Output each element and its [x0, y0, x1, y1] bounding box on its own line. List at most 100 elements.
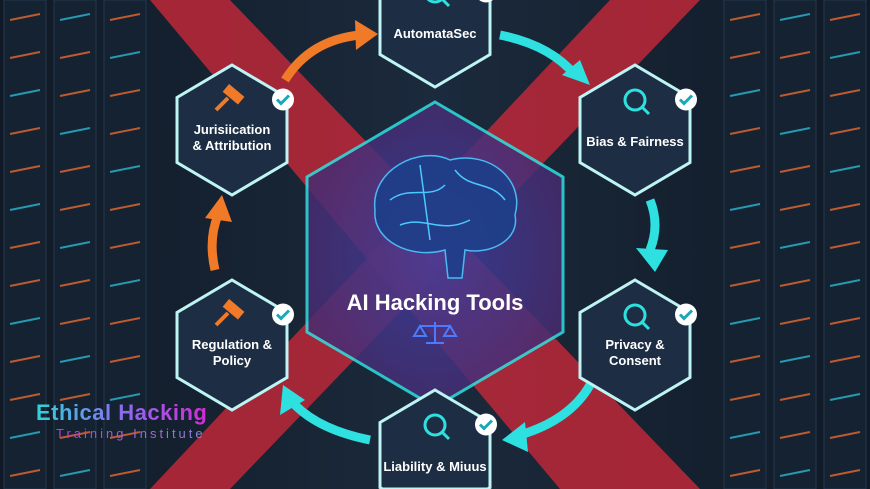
- rack-light: [109, 393, 141, 401]
- rack-light: [59, 469, 91, 477]
- check-icon: [272, 303, 294, 326]
- rack-light: [109, 13, 141, 21]
- rack-light: [829, 13, 861, 21]
- arrow-bias-to-privacy: [645, 198, 660, 252]
- topic-node[interactable]: Bias & Fairness: [578, 63, 697, 197]
- rack-light: [729, 89, 761, 97]
- shield-bug-icon: [426, 0, 451, 8]
- rack-light: [829, 127, 861, 135]
- check-icon: [475, 413, 497, 436]
- arrowhead: [562, 60, 590, 85]
- brand-title: Ethical Hacking: [36, 400, 208, 425]
- rack-light: [729, 355, 761, 363]
- node-label: Jurisiication: [194, 122, 271, 137]
- gavel-icon: [214, 299, 245, 327]
- rack-light: [9, 241, 41, 249]
- topic-node[interactable]: Liability & Miuus: [378, 388, 497, 489]
- rack-light: [829, 279, 861, 287]
- rack-light: [729, 469, 761, 477]
- node-label: & Attribution: [193, 138, 272, 153]
- topic-node[interactable]: Privacy &Consent: [578, 278, 697, 412]
- node-label: AutomataSec: [393, 26, 476, 41]
- rack-light: [59, 165, 91, 173]
- arrowhead: [636, 248, 668, 272]
- rack-light: [829, 89, 861, 97]
- center-title: AI Hacking Tools: [347, 290, 524, 315]
- rack-light: [729, 431, 761, 439]
- rack-light: [729, 393, 761, 401]
- arrow-liability-to-regulation: [291, 401, 371, 445]
- brand-watermark: Ethical Hacking Training Institute: [36, 400, 207, 441]
- arrowhead: [502, 422, 528, 452]
- rack-light: [779, 393, 811, 401]
- rack-light: [9, 431, 41, 439]
- topic-node[interactable]: Jurisiication& Attribution: [175, 63, 294, 197]
- rack-light: [59, 203, 91, 211]
- rack-light: [109, 165, 141, 173]
- rack-light: [109, 127, 141, 135]
- rack-light: [59, 355, 91, 363]
- check-icon: [675, 303, 697, 326]
- arrowhead: [205, 195, 232, 222]
- rack-light: [109, 203, 141, 211]
- rack-light: [9, 203, 41, 211]
- rack-light: [109, 241, 141, 249]
- node-label: Bias & Fairness: [586, 134, 684, 149]
- node-label: Liability & Miuus: [383, 459, 486, 474]
- rack-light: [9, 127, 41, 135]
- rack-light: [729, 203, 761, 211]
- rack-light: [59, 393, 91, 401]
- rack-light: [829, 393, 861, 401]
- privacy-scan-icon: [623, 303, 651, 331]
- node-label: Consent: [609, 353, 662, 368]
- server-racks: [3, 0, 867, 489]
- rack-light: [779, 127, 811, 135]
- rack-light: [779, 165, 811, 173]
- topic-node[interactable]: AutomataSec: [378, 0, 497, 89]
- rack-light: [59, 51, 91, 59]
- rack-light: [829, 355, 861, 363]
- rack-light: [9, 355, 41, 363]
- node-label: Regulation &: [192, 337, 272, 352]
- rack-light: [109, 431, 141, 439]
- virus-gear-icon: [423, 413, 451, 441]
- rack-light: [59, 431, 91, 439]
- rack-light: [779, 279, 811, 287]
- rack-light: [779, 431, 811, 439]
- rack-light: [59, 241, 91, 249]
- rack-light: [729, 127, 761, 135]
- rack-light: [779, 241, 811, 249]
- rack-light: [59, 13, 91, 21]
- magnifier-document-icon: [623, 88, 651, 116]
- rack-light: [59, 127, 91, 135]
- brain-icon: [374, 154, 518, 279]
- rack-light: [59, 89, 91, 97]
- rack-light: [729, 279, 761, 287]
- rack-light: [9, 13, 41, 21]
- rack-light: [9, 469, 41, 477]
- rack-light: [779, 203, 811, 211]
- rack-light: [9, 89, 41, 97]
- rack-light: [829, 51, 861, 59]
- rack-light: [9, 51, 41, 59]
- check-icon: [272, 88, 294, 111]
- node-label: Policy: [213, 353, 252, 368]
- rack-light: [109, 355, 141, 363]
- rack-light: [729, 51, 761, 59]
- topic-node[interactable]: Regulation &Policy: [175, 278, 294, 412]
- arrow-privacy-to-liability: [518, 382, 594, 440]
- rack-light: [829, 241, 861, 249]
- rack-light: [109, 89, 141, 97]
- rack-light: [779, 13, 811, 21]
- scales-icon: [412, 322, 458, 344]
- rack-light: [729, 165, 761, 173]
- rack-light: [779, 355, 811, 363]
- rack-light: [109, 279, 141, 287]
- arrowhead: [280, 385, 305, 415]
- cycle-arrows: [205, 20, 668, 452]
- gavel-icon: [214, 84, 245, 112]
- rack-light: [9, 393, 41, 401]
